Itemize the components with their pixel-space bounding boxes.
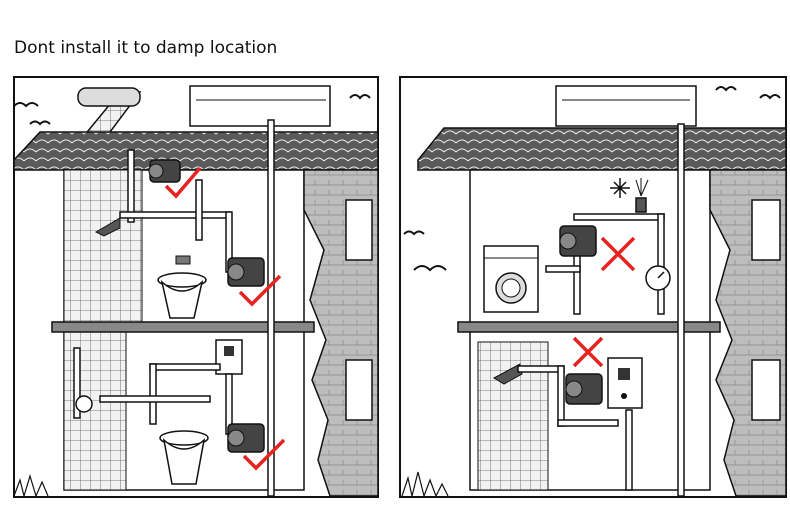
correct-checkmark-icon: [242, 438, 286, 471]
right-panel: [399, 76, 787, 499]
grass: [401, 471, 449, 499]
pipe: [545, 213, 665, 315]
window: [345, 199, 373, 261]
roof: [13, 131, 379, 171]
washbasin-icon: [159, 430, 209, 485]
bird-icon: [13, 94, 371, 126]
pump-icon: [227, 257, 265, 287]
pump-icon: [565, 373, 603, 405]
pump-icon: [148, 159, 181, 183]
wrong-cross-icon: [600, 236, 636, 272]
shower-icon: [73, 347, 93, 419]
vertical-pipe: [677, 123, 685, 497]
parapet: [555, 85, 697, 127]
page-heading: Dont install it to damp location: [14, 38, 278, 58]
window: [345, 359, 373, 421]
bird-icon: [403, 86, 781, 272]
correct-checkmark-icon: [238, 274, 282, 307]
floor-slab: [457, 321, 721, 333]
shower-icon: [94, 217, 121, 237]
water-heater-icon: [607, 357, 643, 409]
gauge-icon: [645, 265, 671, 291]
roof: [417, 127, 787, 171]
vertical-pipe: [267, 119, 275, 497]
shower-icon: [492, 363, 523, 385]
pipe: [517, 365, 633, 491]
left-panel: [13, 76, 379, 499]
water-spray-icon: [610, 178, 649, 213]
grass: [13, 473, 49, 499]
pump-icon: [227, 423, 265, 453]
window: [751, 199, 781, 261]
parapet: [189, 85, 331, 127]
pipe: [119, 149, 233, 273]
floor-slab: [51, 321, 315, 333]
washing-machine-icon: [483, 245, 539, 313]
correct-checkmark-icon: [164, 166, 202, 199]
washbasin-icon: [157, 255, 207, 319]
wrong-cross-icon: [572, 336, 604, 368]
window: [751, 359, 781, 421]
pump-icon: [559, 225, 597, 257]
